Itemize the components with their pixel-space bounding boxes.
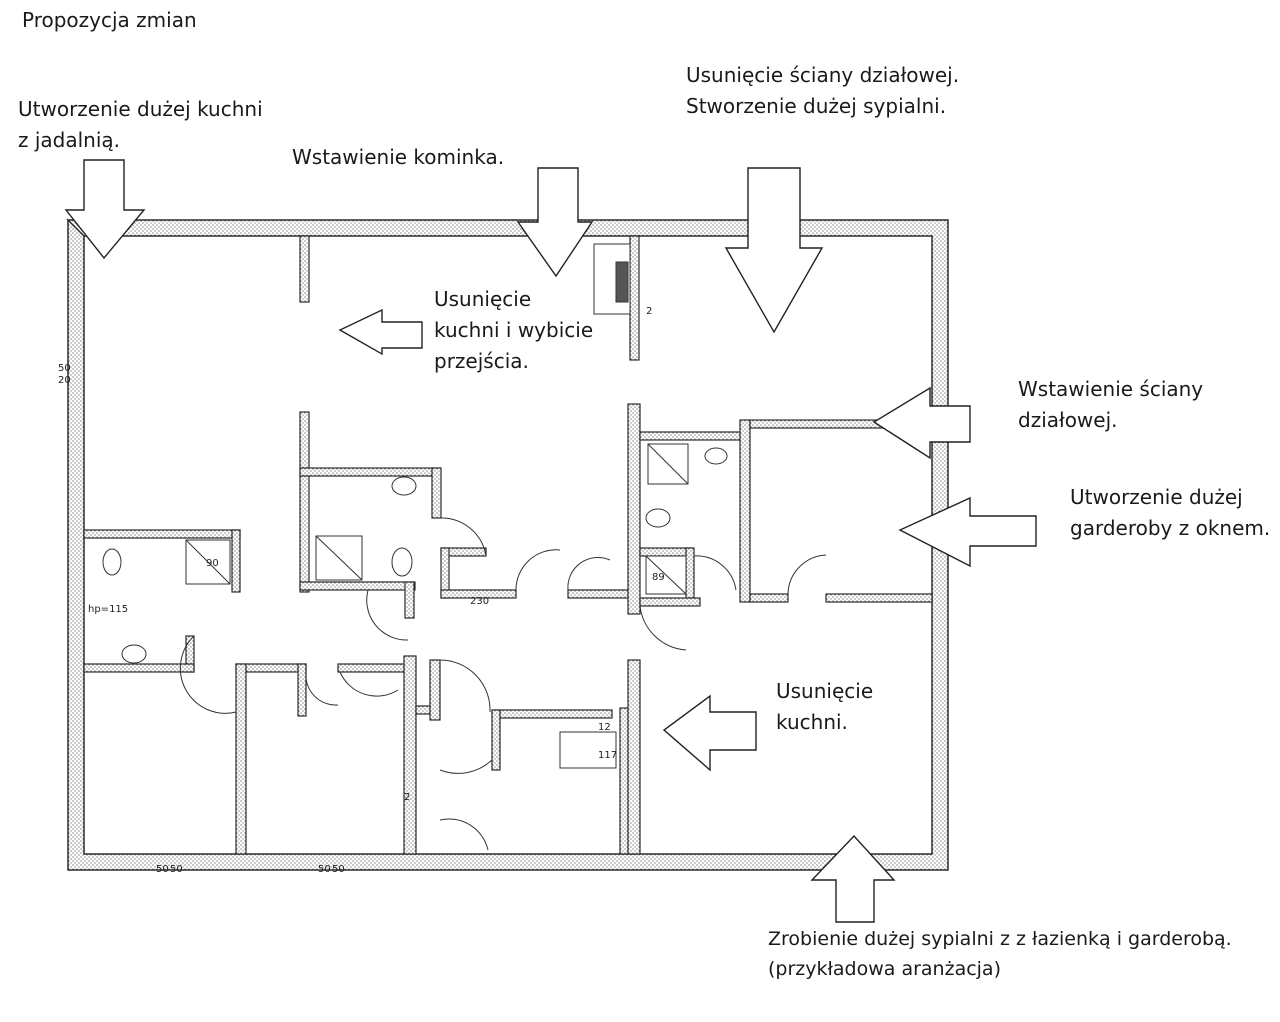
dim-label: 2: [646, 306, 652, 317]
stairs-icon: [559, 731, 617, 769]
outer-walls: [66, 218, 949, 871]
dim-label: 90: [206, 558, 219, 569]
toilet-icon: [102, 548, 122, 576]
annotation-line: z jadalnią.: [18, 128, 121, 152]
annotation-fireplace: Wstawienie kominka.: [292, 145, 505, 169]
dimension-labels: 50 20 90 89 12 117 2 1 50 50 50 50 230 h…: [58, 306, 950, 875]
annotation-wardrobe: Utworzenie dużej garderoby z oknem.: [1070, 482, 1270, 544]
interior-walls: [83, 235, 933, 855]
annotation-remove-kitchen: Usunięcie kuchni.: [776, 676, 873, 738]
page-title: Propozycja zmian: [22, 8, 197, 32]
arrow-left-icon: [898, 496, 1037, 568]
annotation-remove-kitchen-passage: Usunięcie kuchni i wybicie przejścia.: [434, 284, 593, 377]
arrow-up-icon: [810, 834, 896, 923]
washbasin-icon: [121, 644, 147, 664]
annotation-line: garderoby z oknem.: [1070, 516, 1271, 540]
annotation-bedroom-wall: Usunięcie ściany działowej. Stworzenie d…: [686, 60, 959, 122]
annotation-line: Usunięcie ściany działowej.: [686, 63, 960, 87]
dim-label: 230: [470, 596, 489, 607]
toilet-icon: [645, 508, 671, 528]
washbasin-icon: [391, 476, 417, 496]
annotation-kitchen-dining: Utworzenie dużej kuchni z jadalnią.: [18, 94, 263, 156]
dim-label: 50: [318, 864, 331, 875]
dim-label: 20: [58, 375, 71, 386]
annotation-line: Utworzenie dużej: [1070, 485, 1243, 509]
annotation-line: Wstawienie ściany: [1018, 377, 1204, 401]
washbasin-icon: [704, 447, 728, 465]
annotation-line: kuchni.: [776, 710, 848, 734]
arrow-left-icon: [338, 308, 423, 356]
annotation-line: Usunięcie: [776, 679, 874, 703]
arrow-down-icon: [64, 159, 146, 260]
annotation-line: przejścia.: [434, 349, 529, 373]
dim-label: hp=115: [88, 604, 128, 615]
dim-label: 2: [404, 792, 410, 803]
dim-label: 50: [156, 864, 169, 875]
annotation-line: działowej.: [1018, 408, 1118, 432]
annotation-line: Usunięcie: [434, 287, 532, 311]
dim-label: 50: [332, 864, 345, 875]
annotation-master-bedroom: Zrobienie dużej sypialni z z łazienką i …: [768, 924, 1232, 984]
dim-label: 50: [170, 864, 183, 875]
arrow-down-icon: [516, 167, 594, 278]
annotation-line: (przykładowa aranżacja): [768, 958, 1001, 980]
arrow-left-icon: [662, 694, 757, 772]
annotation-line: kuchni i wybicie: [434, 318, 594, 342]
dim-label: 117: [598, 750, 617, 761]
dim-label: 12: [598, 722, 611, 733]
annotation-line: Stworzenie dużej sypialni.: [686, 94, 947, 118]
toilet-icon: [391, 547, 413, 577]
arrow-down-icon: [724, 167, 824, 334]
annotation-line: Utworzenie dużej kuchni: [18, 97, 263, 121]
door-swings: [179, 517, 827, 851]
dim-label: 50: [58, 363, 71, 374]
annotation-line: Zrobienie dużej sypialni z z łazienką i …: [768, 928, 1232, 950]
annotation-arrows: [64, 159, 1037, 923]
arrow-left-icon: [872, 386, 971, 460]
bathroom-fixtures: [102, 243, 728, 769]
dim-label: 89: [652, 572, 665, 583]
annotation-insert-wall: Wstawienie ściany działowej.: [1018, 374, 1203, 436]
